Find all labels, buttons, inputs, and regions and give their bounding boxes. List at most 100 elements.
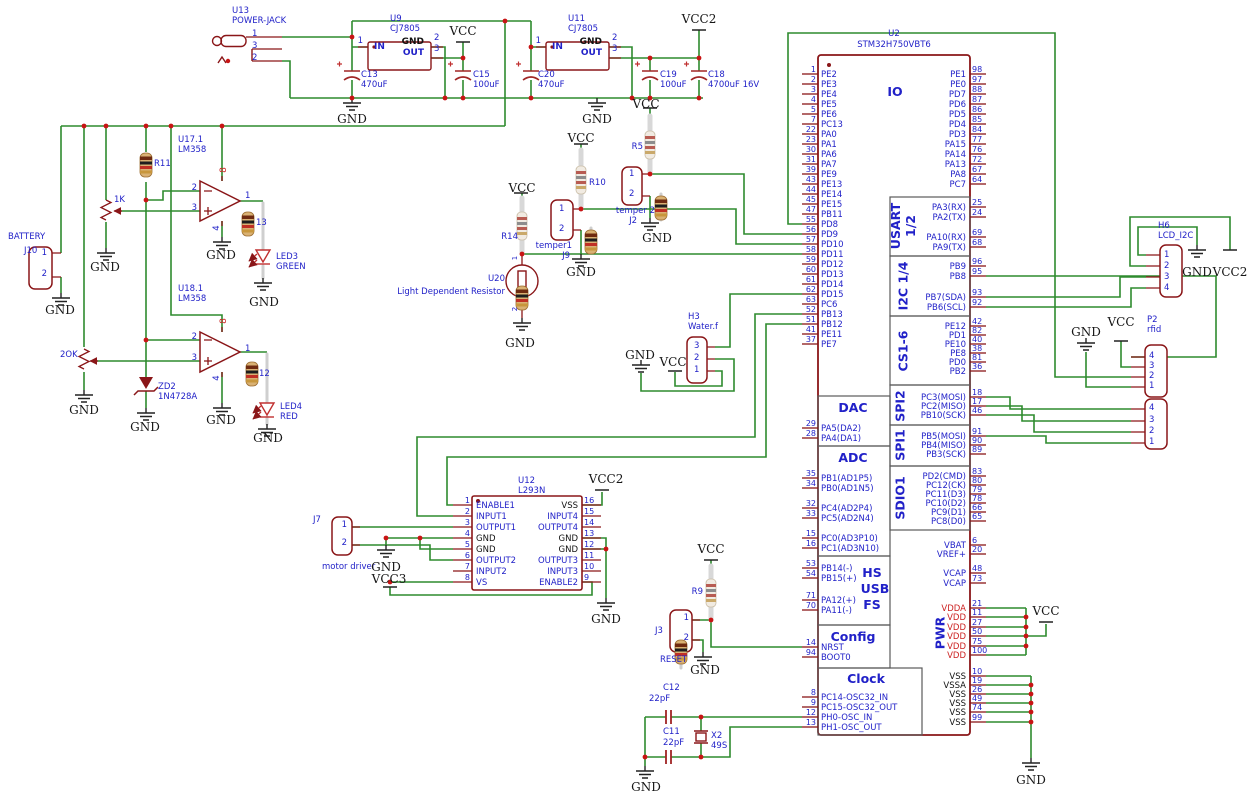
label-fs: FS bbox=[863, 597, 881, 612]
label-u9: U9 bbox=[390, 14, 402, 24]
label-1: 1 bbox=[683, 613, 689, 623]
mcu-pin-name: PE14 bbox=[821, 190, 843, 200]
label-cj7805: CJ7805 bbox=[568, 24, 599, 34]
mcu-pin-name: VDD bbox=[947, 632, 966, 642]
label-r5: R5 bbox=[631, 142, 643, 152]
label-gnd: GND bbox=[90, 260, 120, 274]
mcu-pin-name: PC14-OSC32_IN bbox=[821, 693, 889, 703]
mcu-pin-number: 70 bbox=[805, 601, 816, 610]
regulator-u11[interactable] bbox=[545, 41, 610, 71]
mcu-pin-name: PC12(CK) bbox=[925, 481, 966, 491]
c12-c11-plates[interactable] bbox=[665, 710, 672, 764]
label-1: 1 bbox=[1164, 250, 1170, 260]
label-gnd: GND bbox=[253, 431, 283, 445]
mcu-pin-name: PB8 bbox=[949, 272, 966, 282]
connectors[interactable] bbox=[28, 166, 1183, 653]
l293n-pin-name: VS bbox=[476, 578, 488, 588]
label-vcc: VCC bbox=[1032, 604, 1060, 618]
mcu-pin-number: 50 bbox=[972, 627, 983, 636]
mcu-pin-name: PE0 bbox=[950, 80, 966, 90]
label-2: 2 bbox=[1164, 261, 1170, 271]
power-jack-symbol[interactable] bbox=[211, 34, 253, 64]
l293n-pin-number: 14 bbox=[584, 518, 595, 527]
label-vcc: VCC bbox=[659, 355, 687, 369]
label-in: IN bbox=[552, 42, 563, 52]
label-2: 2 bbox=[434, 33, 440, 43]
mcu-pin-name: PA9(TX) bbox=[932, 243, 966, 253]
mcu-pin-name: PB6(SCL) bbox=[926, 303, 966, 313]
mcu-pin-name: PD8 bbox=[821, 220, 839, 230]
label-led4: LED4 bbox=[280, 402, 303, 412]
mcu-pin-name: PE7 bbox=[821, 340, 837, 350]
mcu-pin-number: 96 bbox=[972, 257, 983, 266]
regulator-u9[interactable] bbox=[367, 41, 432, 71]
mcu-pin-name: PD10 bbox=[821, 240, 844, 250]
label-vcc2: VCC2 bbox=[588, 472, 624, 486]
label-3: 3 bbox=[191, 203, 197, 213]
label-8: 8 bbox=[219, 167, 229, 173]
label-13: 13 bbox=[256, 218, 267, 228]
wire-power-buses bbox=[986, 607, 1047, 758]
mcu-pin-number: 100 bbox=[972, 646, 988, 655]
mcu-pin-name: PD11 bbox=[821, 250, 844, 260]
label-2: 2 bbox=[1149, 426, 1155, 436]
label-gnd: GND bbox=[401, 37, 424, 47]
mcu-pin-name: PD2(CMD) bbox=[922, 472, 966, 482]
label-u12: U12 bbox=[518, 476, 536, 486]
mcu-pin-name: PB2 bbox=[949, 367, 966, 377]
l293n-pin-name: VSS bbox=[561, 501, 578, 511]
label-470uf: 470uF bbox=[538, 80, 565, 90]
crystal-x2[interactable] bbox=[694, 730, 708, 744]
mcu-pin-number: 51 bbox=[805, 315, 816, 324]
label-stm32h750vbt6: STM32H750VBT6 bbox=[857, 40, 931, 50]
mcu-pin-name: PE5 bbox=[821, 100, 837, 110]
label-led3: LED3 bbox=[276, 252, 299, 262]
label-r9: R9 bbox=[691, 587, 703, 597]
mcu-pin-name: PH0-OSC_IN bbox=[821, 713, 873, 723]
mcu-pin-name: PA12(+) bbox=[821, 596, 856, 606]
mcu-pin-number: 68 bbox=[972, 238, 983, 247]
label-1: 1 bbox=[694, 365, 700, 375]
label-1: 1 bbox=[629, 169, 635, 179]
mcu-pin-name: VCAP bbox=[943, 569, 966, 579]
led4-symbol[interactable] bbox=[252, 402, 276, 420]
mcu-pin-name: PA0 bbox=[821, 130, 837, 140]
mcu-pin-name: NRST bbox=[821, 643, 844, 653]
mcu-pin-number: 33 bbox=[805, 509, 816, 518]
mcu-pin-name: PA2(TX) bbox=[932, 213, 966, 223]
label-vcc: VCC bbox=[1107, 315, 1135, 329]
power-bars bbox=[383, 29, 1237, 623]
l293n-pin-name: INPUT2 bbox=[476, 567, 507, 577]
mcu-pin-name: VSS bbox=[949, 699, 966, 709]
label-2: 2 bbox=[341, 538, 347, 548]
mcu-pin-number: 7 bbox=[810, 115, 816, 124]
label-vcc2: VCC2 bbox=[681, 12, 717, 26]
label-vcc: VCC bbox=[567, 131, 595, 145]
mcu-pin-number: 80 bbox=[972, 476, 983, 485]
mcu-pin-name: PD3 bbox=[948, 130, 966, 140]
mcu-pin-name: PA13 bbox=[944, 160, 966, 170]
zener-zd2[interactable] bbox=[133, 377, 159, 396]
mcu-pin-number: 79 bbox=[972, 485, 983, 494]
mcu-pin-number: 38 bbox=[972, 344, 983, 353]
mcu-pin-number: 98 bbox=[972, 65, 983, 74]
pot-1k[interactable] bbox=[99, 199, 122, 221]
mcu-pin-number: 23 bbox=[805, 135, 816, 144]
connector-j10 bbox=[28, 246, 53, 290]
mcu-pin-name: VSS bbox=[949, 708, 966, 718]
opamp-u18[interactable] bbox=[199, 330, 242, 374]
mcu-pin-name: VBAT bbox=[944, 541, 966, 551]
pot-2ok[interactable] bbox=[77, 348, 98, 370]
l293n-outline[interactable] bbox=[471, 495, 583, 591]
mcu-pin-name: PE1 bbox=[950, 70, 966, 80]
mcu-pin-name: VDD bbox=[947, 651, 966, 661]
led3-symbol[interactable] bbox=[248, 249, 272, 268]
label-1: 1 bbox=[341, 520, 347, 530]
mcu-pin-name: PB11 bbox=[821, 210, 843, 220]
opamp-u17[interactable] bbox=[199, 179, 242, 223]
label-4: 4 bbox=[1164, 283, 1170, 293]
l293n-pin-lines bbox=[453, 504, 601, 583]
mcu-pin-number: 60 bbox=[805, 265, 816, 274]
label-lcd-i2c: LCD_I2C bbox=[1158, 231, 1194, 241]
